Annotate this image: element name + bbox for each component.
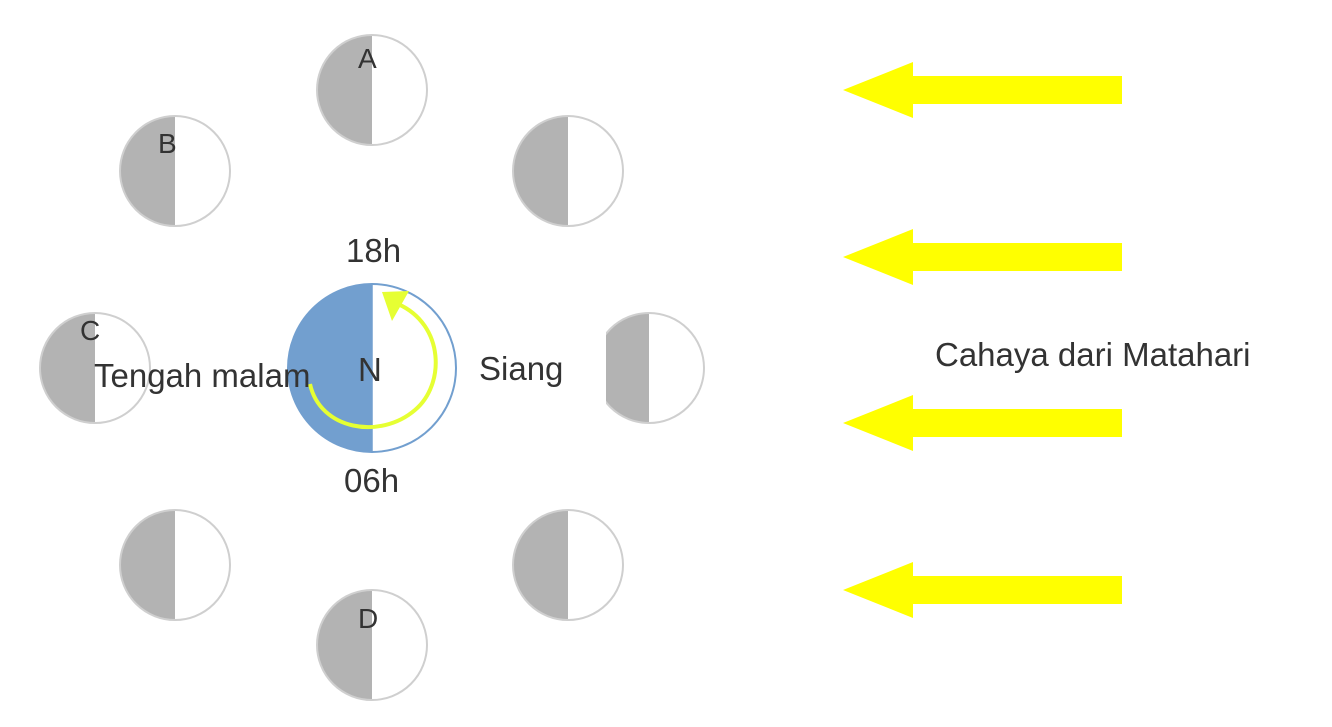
moon-a: A <box>316 34 428 146</box>
rotation-arrow-icon <box>308 302 438 430</box>
sunlight-arrow-icon <box>843 62 1122 118</box>
moon-right <box>592 308 705 428</box>
earth: N <box>287 283 457 453</box>
night-label: Tengah malam <box>94 357 310 394</box>
moon-c: C <box>39 312 151 424</box>
moon-d: D <box>316 589 428 701</box>
sunlight-arrow-icon <box>843 562 1122 618</box>
day-label: Siang <box>479 350 563 387</box>
rotation-arrowhead-icon <box>382 291 409 321</box>
moon-label-c: C <box>80 315 100 346</box>
time-label-06h: 06h <box>344 462 399 499</box>
time-label-18h: 18h <box>346 232 401 269</box>
moon-lower-right <box>512 509 624 621</box>
moon-label-b: B <box>158 128 177 159</box>
moon-upper-right <box>512 115 624 227</box>
moon-label-a: A <box>358 43 377 74</box>
sunlight-arrows <box>843 62 1122 618</box>
moon-lower-left <box>119 509 231 621</box>
moon-b: B <box>119 115 231 227</box>
sunlight-label: Cahaya dari Matahari <box>935 336 1251 373</box>
sunlight-arrow-icon <box>843 395 1122 451</box>
moon-label-d: D <box>358 603 378 634</box>
sunlight-arrow-icon <box>843 229 1122 285</box>
earth-label-n: N <box>358 351 382 388</box>
